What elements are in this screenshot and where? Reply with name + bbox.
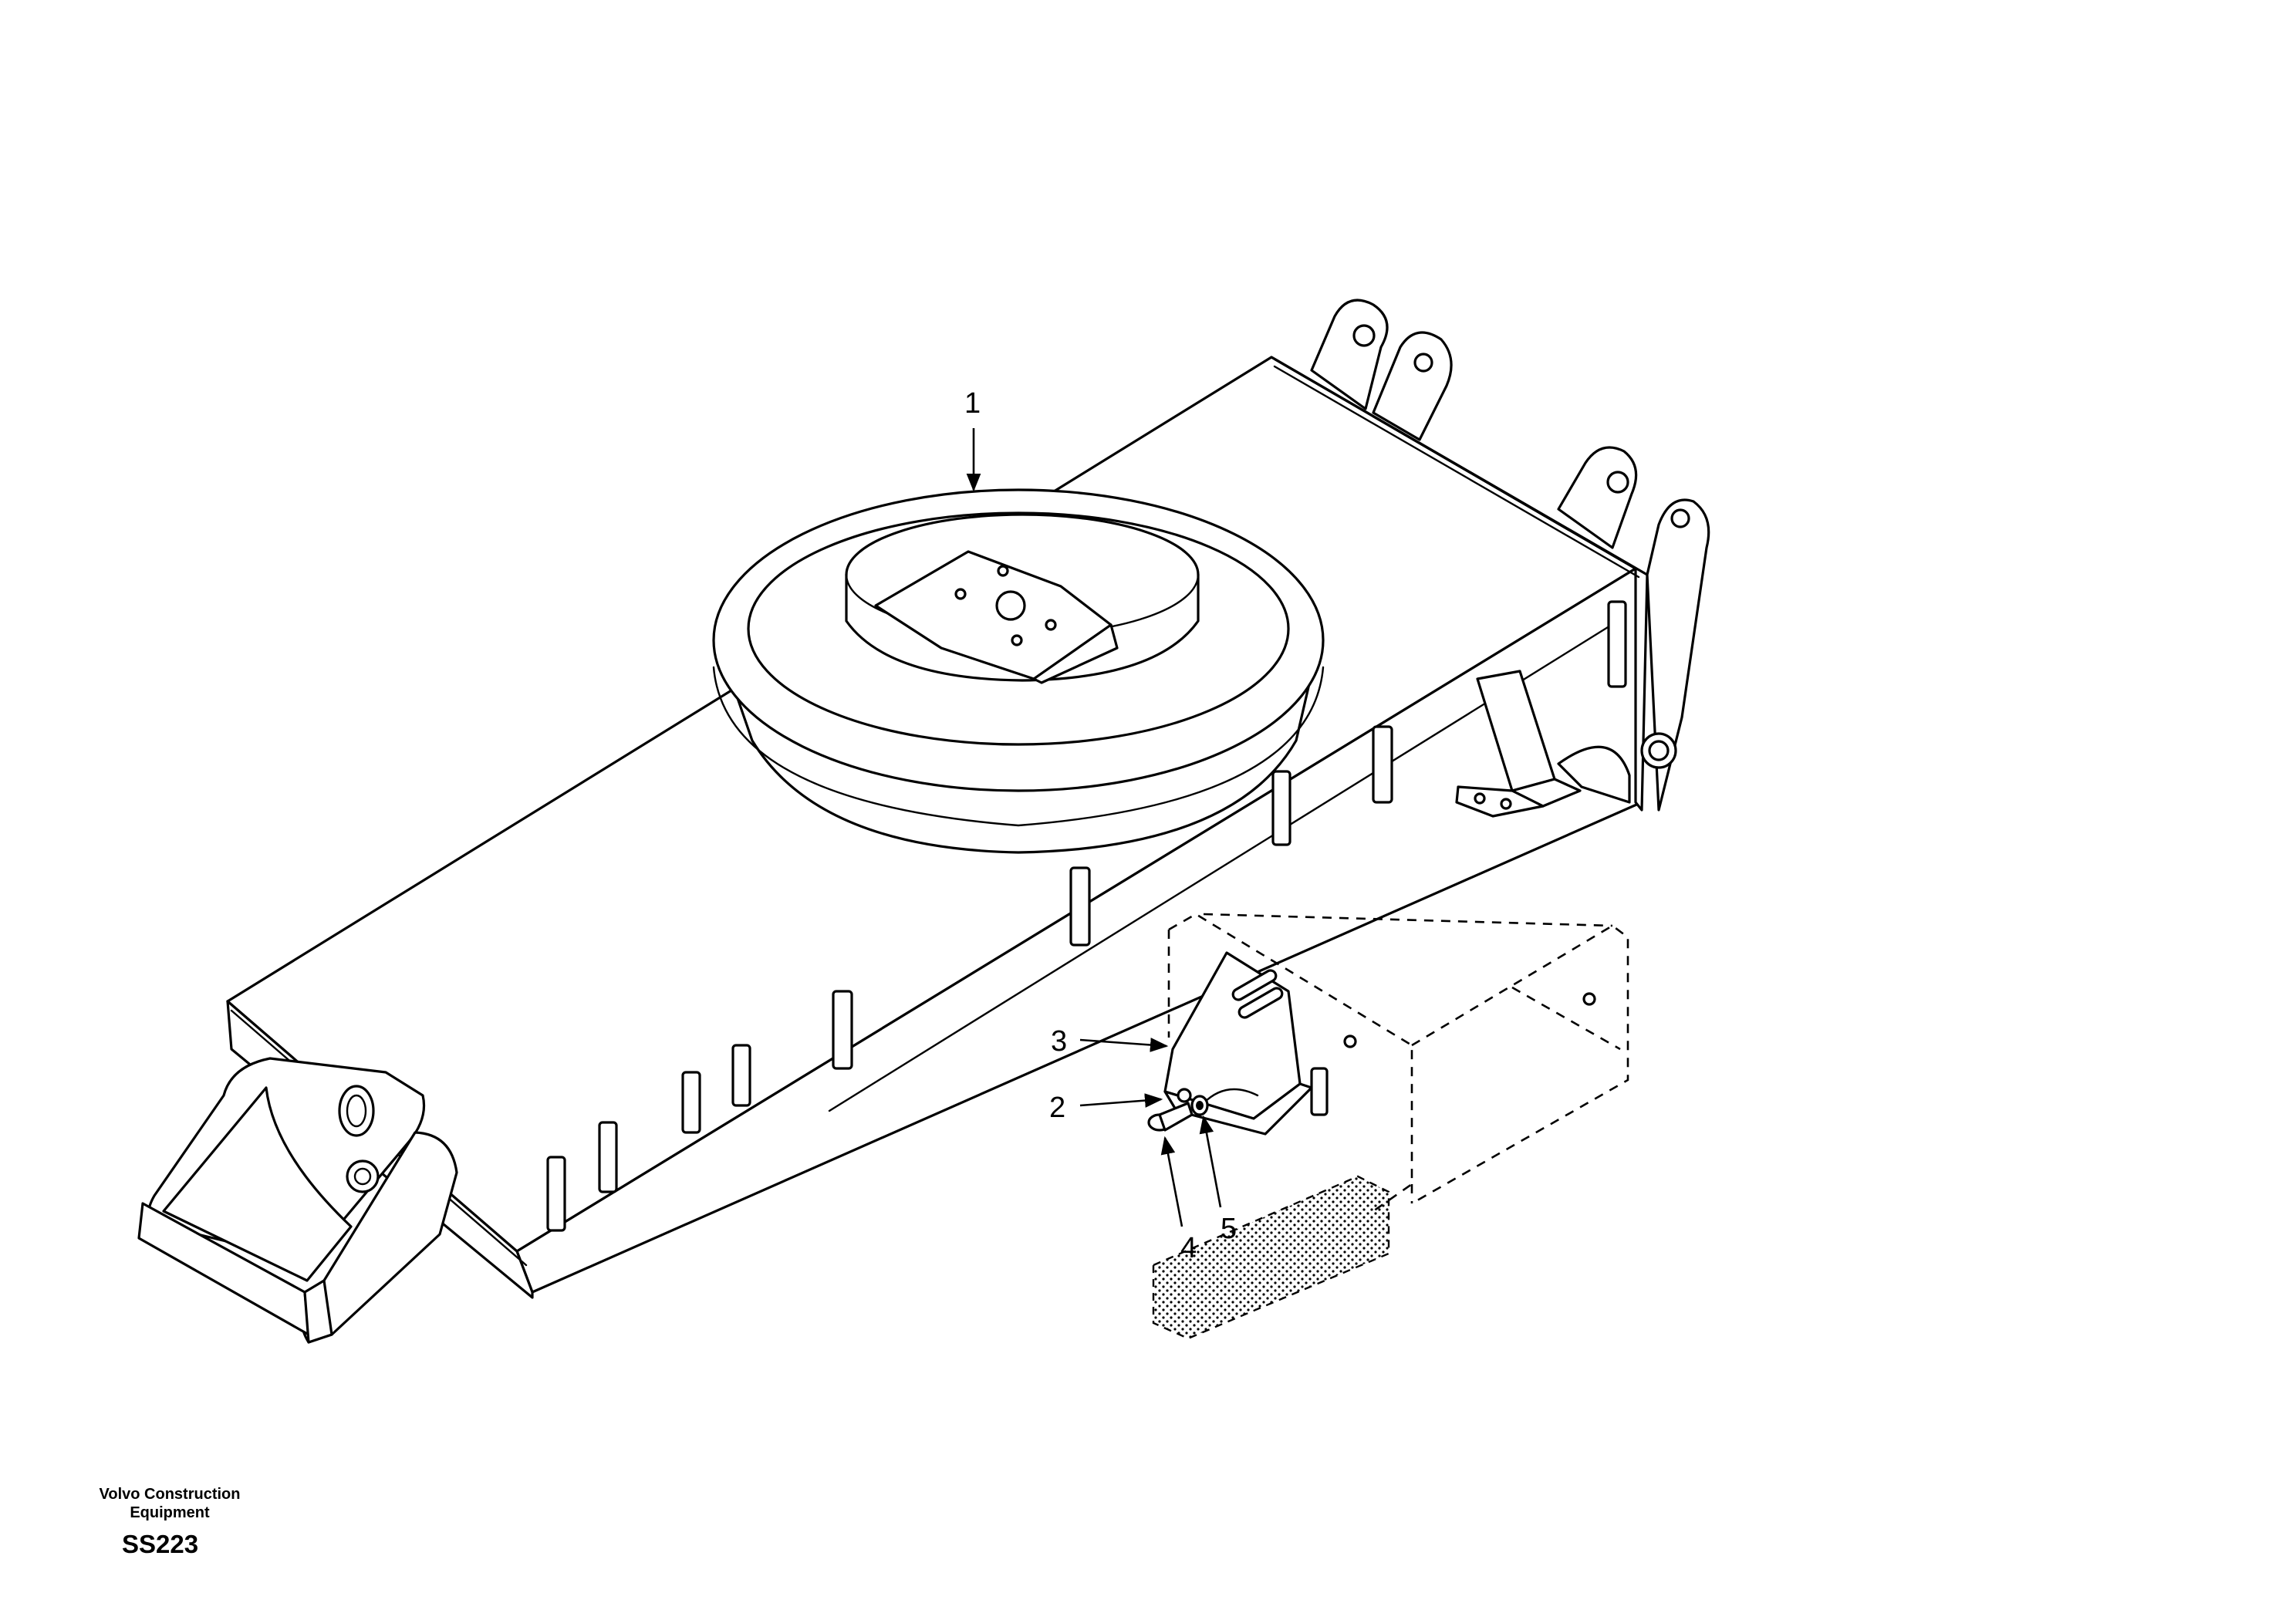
callout-labels: 1 2 3 4 5 bbox=[964, 387, 1237, 1264]
lower-lug-right bbox=[1646, 498, 1710, 812]
cover-assembly-detail bbox=[1147, 913, 1629, 1340]
hatched-panel bbox=[1152, 1175, 1390, 1340]
maker-name-line2: Equipment bbox=[130, 1504, 210, 1521]
washer bbox=[1190, 1095, 1209, 1116]
rear-mounting-lugs bbox=[1310, 299, 1710, 812]
callout-2: 2 bbox=[1049, 1092, 1065, 1124]
bolt bbox=[1147, 1102, 1194, 1132]
leader-lines bbox=[966, 428, 1222, 1227]
beam-rear-plate bbox=[1270, 356, 1649, 812]
drawing-caption: Volvo Construction Equipment SS223 bbox=[77, 1485, 262, 1559]
idler-wheel bbox=[712, 488, 1325, 854]
front-yoke bbox=[137, 1057, 458, 1344]
side-brackets bbox=[546, 866, 1091, 1232]
callout-3: 3 bbox=[1051, 1025, 1067, 1058]
callout-4: 4 bbox=[1180, 1232, 1197, 1264]
rear-bracket bbox=[1372, 600, 1631, 818]
callout-1: 1 bbox=[964, 387, 981, 420]
maker-name-line1: Volvo Construction bbox=[99, 1486, 241, 1503]
drawing-code: SS223 bbox=[122, 1530, 199, 1558]
callout-5: 5 bbox=[1221, 1213, 1237, 1245]
